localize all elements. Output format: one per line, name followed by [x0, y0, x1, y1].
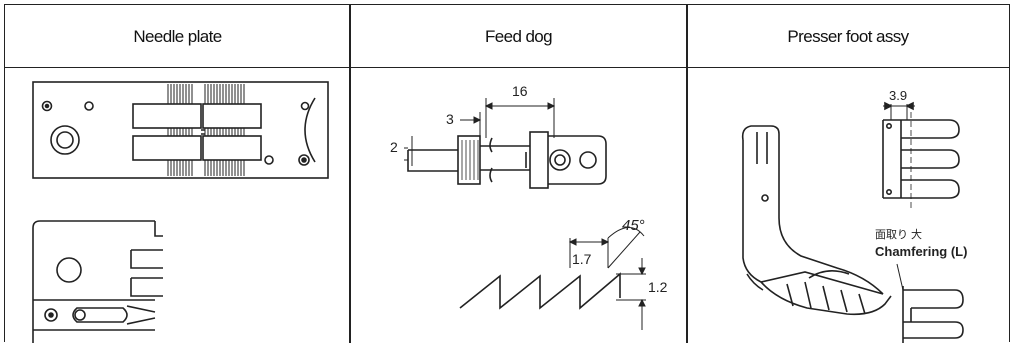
- dim-16-label: 16: [512, 83, 528, 99]
- column-divider: [686, 5, 688, 343]
- header-presser-foot: Presser foot assy: [787, 26, 909, 46]
- chamfer-en-label: Chamfering (L): [875, 244, 967, 259]
- column-divider: [349, 5, 351, 343]
- needle-plate-drawing: [32, 81, 329, 343]
- header-needle-plate: Needle plate: [133, 26, 222, 46]
- presser-foot-top-detail: [882, 101, 960, 208]
- feed-dog-top-view: [407, 131, 607, 189]
- dim-3-9-label: 3.9: [889, 88, 907, 103]
- feed-dog-drawing: 16 3 2 45° 1.7 1.2: [390, 83, 668, 330]
- dim-2-label: 2: [390, 139, 398, 155]
- feed-dog-dimensions: [404, 98, 556, 166]
- presser-foot-chamfer-detail: [896, 263, 964, 343]
- angle-45-label: 45°: [622, 217, 645, 234]
- presser-foot-drawing: 3.9 面取り 大 Chamfering (L): [741, 88, 967, 343]
- feed-dog-tooth-dimensions: [568, 227, 646, 330]
- needle-plate-detail-view: [32, 220, 163, 343]
- presser-foot-assembly: [741, 125, 892, 316]
- needle-plate-cell: [5, 68, 349, 343]
- parts-table: Needle plate Feed dog Presser foot assy: [4, 4, 1010, 343]
- chamfer-jp-label: 面取り 大: [875, 227, 922, 241]
- presser-foot-cell: 3.9 面取り 大 Chamfering (L): [687, 68, 1009, 343]
- feed-dog-cell: 16 3 2 45° 1.7 1.2: [350, 68, 686, 343]
- dim-3-label: 3: [446, 111, 454, 127]
- dim-1-7-label: 1.7: [572, 251, 592, 267]
- header-row: Needle plate Feed dog Presser foot assy: [5, 5, 1009, 68]
- header-feed-dog: Feed dog: [484, 26, 553, 46]
- dim-1-2-label: 1.2: [648, 279, 668, 295]
- feed-dog-tooth-profile: [459, 272, 621, 310]
- needle-plate-top-view: [32, 81, 329, 179]
